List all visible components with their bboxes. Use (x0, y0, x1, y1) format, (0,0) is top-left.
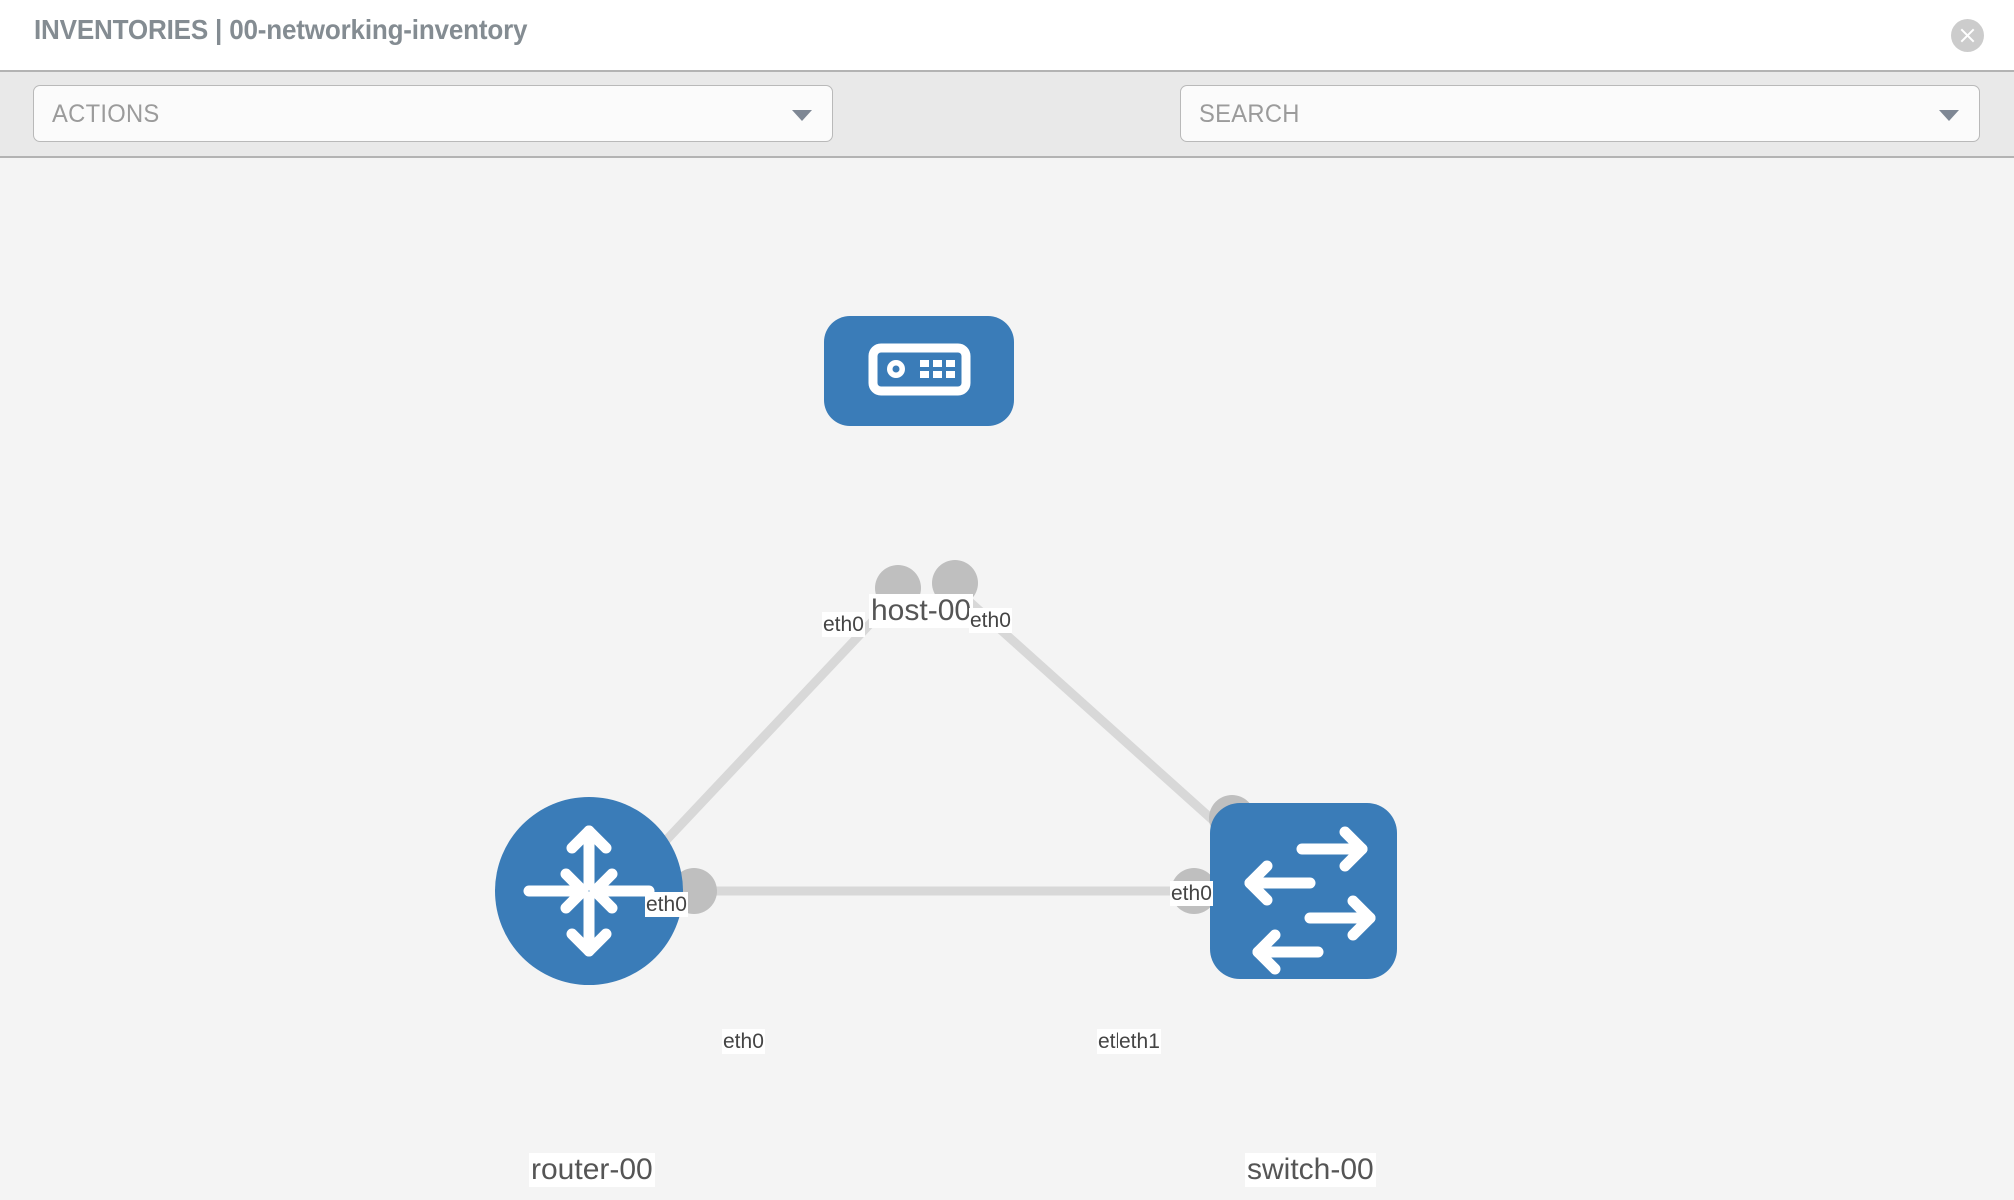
page-header: INVENTORIES | 00-networking-inventory (0, 0, 2014, 70)
iface-label-switch00-uplink: eth0 (1170, 881, 1213, 906)
close-icon[interactable] (1951, 19, 1984, 52)
node-switch-00 (1210, 803, 1397, 979)
node-label-host-00: host-00 (869, 594, 974, 628)
chevron-down-icon (792, 110, 812, 121)
node-router-00 (495, 797, 683, 985)
actions-dropdown[interactable]: ACTIONS (33, 85, 833, 142)
node-host-00 (824, 316, 1014, 426)
search-input[interactable]: SEARCH (1180, 85, 1980, 142)
topology-links (636, 582, 1259, 896)
iface-label-router00-eth0: eth0 (722, 1029, 765, 1054)
server-appliance-icon (868, 343, 971, 396)
switch-arrows-icon (1244, 826, 1376, 975)
router-arrows-icon (523, 825, 655, 957)
node-label-router-00: router-00 (529, 1153, 655, 1187)
search-placeholder: SEARCH (1199, 100, 1300, 128)
topology-canvas[interactable]: host-00 router-00 switch-00 eth0 eth0 et… (0, 158, 2014, 1200)
iface-label-router00-uplink: eth0 (645, 892, 688, 917)
topology-graph (495, 316, 1397, 985)
iface-label-switch00-eth1: eth1 (1118, 1029, 1161, 1054)
actions-dropdown-label: ACTIONS (52, 100, 160, 128)
iface-label-host00-left: eth0 (822, 612, 865, 637)
chevron-down-icon[interactable] (1939, 110, 1959, 121)
toolbar: ACTIONS SEARCH (0, 70, 2014, 199)
page-title: INVENTORIES | 00-networking-inventory (34, 14, 528, 45)
iface-label-host00-right: eth0 (969, 608, 1012, 633)
node-label-switch-00: switch-00 (1245, 1153, 1376, 1187)
